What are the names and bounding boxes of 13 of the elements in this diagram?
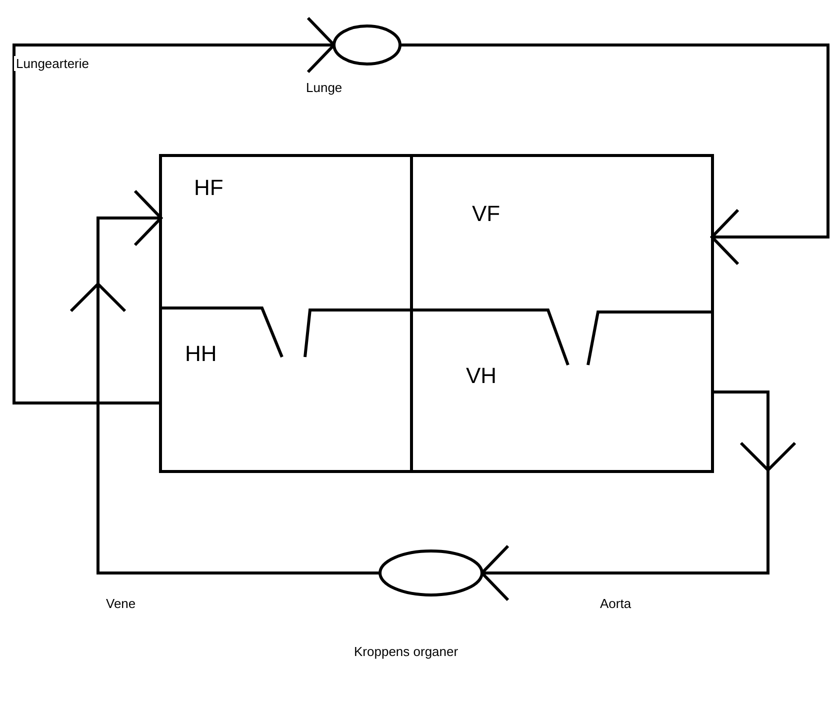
heart-chamber [159, 154, 412, 308]
organ-label: Kroppens organer [354, 645, 458, 658]
chamber-label: VH [466, 365, 497, 387]
edge-label: Vene [104, 596, 138, 611]
heart-chamber [410, 154, 714, 308]
chamber-label: HF [194, 177, 224, 199]
organ-label: Lunge [306, 81, 342, 94]
edge-label: Aorta [598, 596, 634, 611]
chamber-label: HH [185, 343, 217, 365]
chamber-label: VF [472, 203, 500, 225]
edge-label: Lungearterie [14, 56, 91, 71]
heart-chamber [159, 308, 412, 473]
heart-chamber [410, 308, 714, 473]
